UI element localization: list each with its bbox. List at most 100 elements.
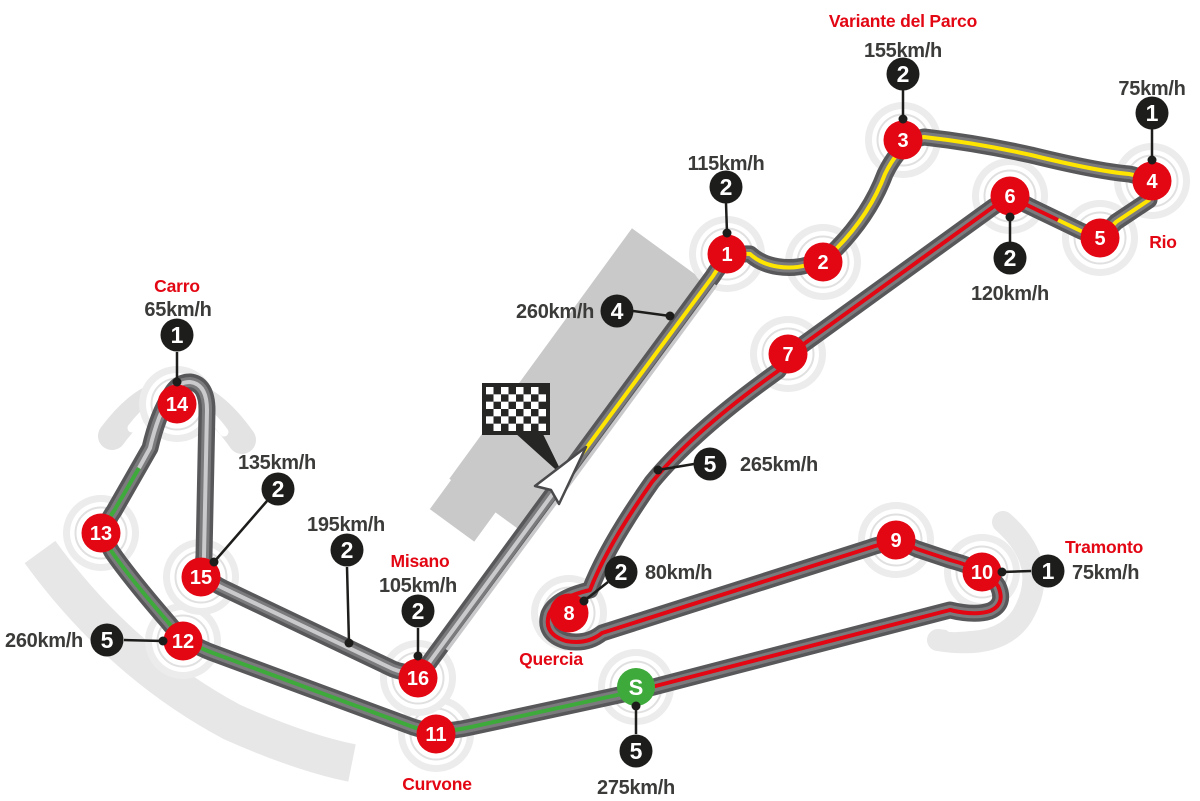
corner-16-marker [398, 658, 438, 698]
corner-8-number: 8 [563, 603, 574, 625]
corner-6-marker [990, 176, 1030, 216]
main-straight-speed-label: 260km/h [516, 301, 594, 323]
finish-flag-check [538, 387, 546, 395]
turn-12-connector-dot [158, 636, 168, 646]
corner-9-number: 9 [890, 530, 901, 552]
turn-16-speed-label: 105km/h [379, 575, 457, 597]
turn-15-gear-indicator [261, 472, 295, 506]
start-marker-label: S [629, 675, 644, 700]
turn-1-gear-indicator [709, 170, 743, 204]
turn-3-connector-dot [898, 114, 908, 124]
finish-flag-check [508, 416, 516, 424]
turn-8-connector-dot [579, 596, 589, 606]
corner-14-number: 14 [166, 394, 189, 416]
turn-15-16-connector-dot [344, 638, 354, 648]
turn-14-speed-label: 65km/h [144, 299, 211, 321]
turn-14-gear-number: 1 [171, 322, 184, 348]
turn-12-gear-indicator [90, 623, 124, 657]
turn-4-speed-label: 75km/h [1118, 78, 1185, 100]
turn-6-gear-indicator [993, 241, 1027, 275]
turn-6-gear-number: 2 [1004, 245, 1017, 271]
direction-swoosh [927, 511, 1045, 654]
turn-3-gear-number: 2 [897, 61, 910, 87]
finish-flag-check [501, 423, 509, 431]
corner-11-marker [416, 714, 456, 754]
back-straight-gear-number: 5 [704, 451, 717, 477]
direction-arrow-icon [533, 445, 588, 506]
turn-12-connector [123, 638, 164, 643]
turn-15-16-speed-label: 195km/h [307, 514, 385, 536]
turn-12-speed-label: 260km/h [5, 630, 83, 652]
finish-flag-check [493, 387, 501, 395]
corner-name-label: Rio [1149, 232, 1177, 252]
turn-15-16-connector [345, 566, 351, 644]
corner-3-marker [883, 120, 923, 160]
main-straight-connector [632, 309, 671, 318]
finish-flag-check [501, 409, 509, 417]
turn-15-connector-dot [209, 557, 219, 567]
back-straight-connector [657, 462, 695, 472]
turn-8-connector [583, 581, 609, 602]
finish-flag-check [486, 423, 494, 431]
corner-13-marker [81, 513, 121, 553]
finish-flag-check [501, 394, 509, 402]
turn-15-gear-number: 2 [272, 476, 285, 502]
turn-6-connector-dot [1005, 212, 1015, 222]
corner-7-marker [768, 334, 808, 374]
turn-1-gear-number: 2 [720, 174, 733, 200]
finish-flag-check [486, 409, 494, 417]
finish-flag-check [486, 394, 494, 402]
turn-3-corner-name-label: Variante del Parco [829, 11, 977, 31]
turn-10-gear-indicator [1031, 554, 1065, 588]
turn-1-speed-label: 115km/h [688, 153, 765, 175]
corner-2-marker [803, 242, 843, 282]
corner-name-label: Curvone [402, 774, 472, 794]
finish-flag-check [531, 409, 539, 417]
turn-4-connector-dot [1147, 155, 1157, 165]
turn-10-connector-dot [997, 567, 1007, 577]
turn-10-gear-number: 1 [1042, 558, 1055, 584]
corner-halo [1073, 211, 1127, 265]
corner-8-marker [549, 593, 589, 633]
corner-11-number: 11 [425, 724, 446, 746]
turn-8-corner-name-label: Quercia [519, 649, 583, 669]
corner-4-number: 4 [1146, 171, 1158, 193]
finish-flag-check [523, 416, 531, 424]
finish-flag-check [493, 401, 501, 409]
turn-15-16-gear-number: 2 [341, 537, 354, 563]
turn-8-gear-number: 2 [615, 559, 628, 585]
main-straight-gear-number: 4 [611, 298, 624, 324]
turn-14-gear-indicator [160, 318, 194, 352]
back-straight-speed-label: 265km/h [740, 454, 818, 476]
finish-flag-check [508, 401, 516, 409]
corner-9-marker [876, 520, 916, 560]
turn-16-corner-name-label: Misano [390, 551, 449, 571]
corner-14-marker [157, 384, 197, 424]
turn-15-connector [213, 500, 268, 563]
turn-16-connector-dot [413, 651, 423, 661]
corner-1-number: 1 [721, 244, 732, 266]
turn-14-corner-name-label: Carro [154, 276, 200, 296]
finish-flag-check [523, 387, 531, 395]
speed-trap-speed-label: 275km/h [597, 777, 675, 799]
turn-3-gear-indicator [886, 57, 920, 91]
corner-12-number: 12 [172, 631, 194, 653]
turn-15-speed-label: 135km/h [238, 452, 316, 474]
flag-pointer-tail [514, 432, 564, 477]
corner-10-number: 10 [971, 562, 993, 584]
start-marker [617, 668, 655, 706]
turn-16-gear-number: 2 [412, 598, 425, 624]
corner-5-number: 5 [1094, 228, 1105, 250]
turn-4-gear-indicator [1135, 96, 1169, 130]
pit-building [429, 432, 531, 542]
speed-trap-gear-indicator [619, 734, 653, 768]
main-straight-gear-indicator [600, 294, 634, 328]
finish-flag-check [516, 423, 524, 431]
turn-14-connector-dot [172, 377, 182, 387]
finish-flag-check [538, 416, 546, 424]
corner-10-marker [962, 552, 1002, 592]
turn-4-gear-number: 1 [1146, 100, 1159, 126]
finish-flag-check [538, 401, 546, 409]
corner-2-number: 2 [817, 252, 828, 274]
